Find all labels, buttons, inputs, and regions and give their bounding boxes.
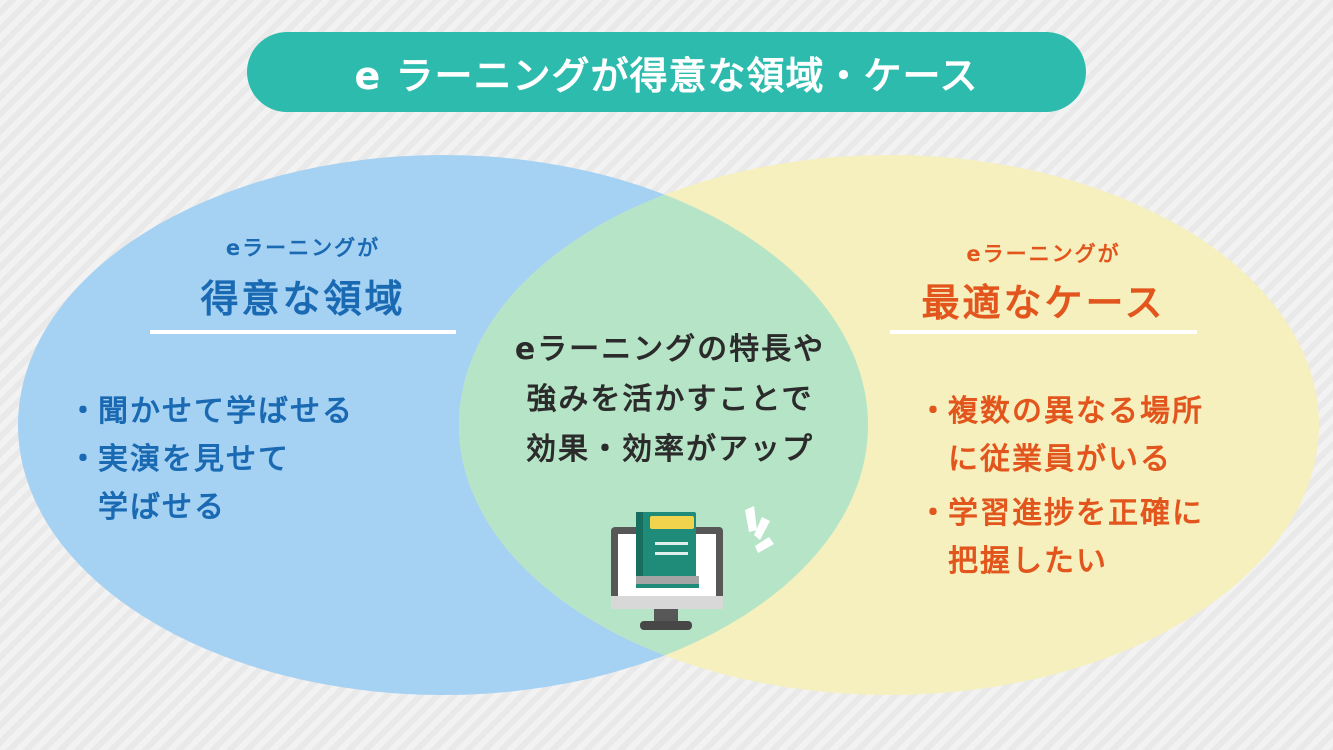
bullet: ・ [918,394,950,429]
list-item-text: 聞かせて学ばせる [98,394,354,429]
bullet: ・ [68,442,100,477]
list-item: ・ 実演を見せて 学ばせる [68,436,354,532]
list-item-text: 実演を見せて [98,442,290,477]
left-subtitle: eラーニングが [225,236,381,260]
diagram-title: e ラーニングが得意な領域・ケース [247,32,1086,112]
computer-book-icon [611,506,774,630]
right-list: ・ 複数の異なる場所 に従業員がいる ・ 学習進捗を正確に 把握したい [918,388,1204,586]
bullet: ・ [68,394,100,429]
left-heading: 得意な領域 [200,277,406,321]
list-item: ・ 学習進捗を正確に 把握したい [918,490,1204,586]
left-divider [150,330,456,334]
center-description: eラーニングの特長や 強みを活かすことで 効果・効率がアップ [470,325,870,475]
center-line: eラーニングの特長や [514,332,826,367]
right-divider [890,330,1197,334]
center-line: 効果・効率がアップ [526,432,814,467]
list-item: ・ 聞かせて学ばせる [68,388,354,436]
list-item-text: 学習進捗を正確に [948,496,1204,531]
bullet: ・ [918,496,950,531]
list-item-text: に従業員がいる [948,442,1172,477]
right-heading: 最適なケース [921,281,1166,325]
left-list: ・ 聞かせて学ばせる ・ 実演を見せて 学ばせる [68,388,354,532]
right-subtitle: eラーニングが [966,242,1121,266]
list-item-text: 把握したい [948,544,1108,579]
list-item: ・ 複数の異なる場所 に従業員がいる [918,388,1204,484]
list-item-text: 複数の異なる場所 [948,394,1204,429]
list-item-text: 学ばせる [98,490,226,525]
center-line: 強みを活かすことで [526,382,814,417]
